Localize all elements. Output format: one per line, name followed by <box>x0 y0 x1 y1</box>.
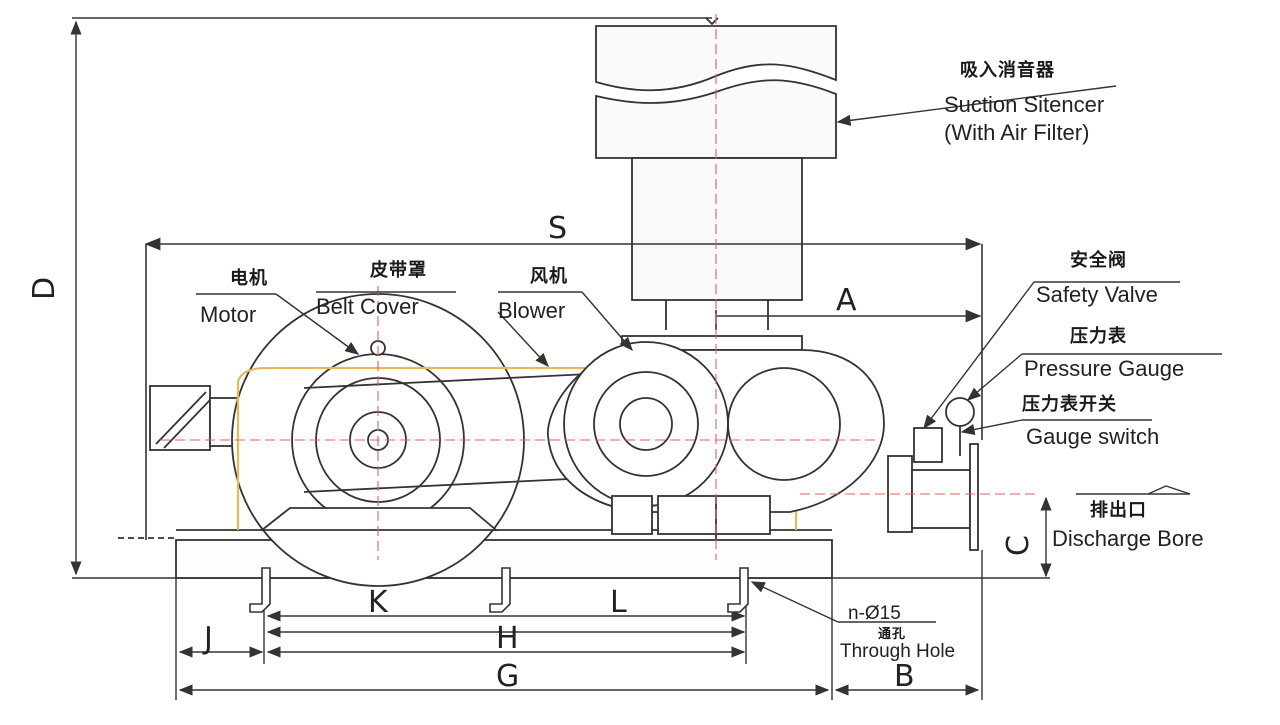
discharge-cn: 排出口 <box>1090 500 1147 521</box>
safety-valve-gauge <box>913 397 975 463</box>
dim-label-s: S <box>548 211 567 246</box>
pressure-gauge-en: Pressure Gauge <box>1024 356 1185 381</box>
dim-label-c: C <box>1001 535 1036 556</box>
hole-cn: 通孔 <box>878 627 907 642</box>
foot-bolts <box>249 567 749 613</box>
motor-en: Motor <box>200 302 257 327</box>
hole-spec: n-Ø15 <box>848 603 901 624</box>
safety-valve-en: Safety Valve <box>1036 282 1158 307</box>
dim-label-a: A <box>836 283 857 318</box>
center-lines <box>160 14 1036 560</box>
safety-valve-cn: 安全阀 <box>1070 250 1127 271</box>
gauge-switch-cn: 压力表开关 <box>1022 394 1117 415</box>
belt-cover-cn: 皮带罩 <box>370 260 427 281</box>
dim-label-b: B <box>894 659 915 694</box>
suction-silencer-en1: Suction Sitencer <box>944 92 1105 117</box>
dim-label-j: J <box>202 621 213 656</box>
bottom-dimension-lines <box>175 550 983 700</box>
dim-label-l: L <box>610 585 627 620</box>
frame-outline <box>144 237 983 540</box>
hole-en: Through Hole <box>840 641 956 662</box>
suction-silencer-en2: (With Air Filter) <box>944 120 1090 145</box>
blower-en: Blower <box>498 298 566 323</box>
belt-cover-en: Belt Cover <box>316 294 419 319</box>
blower-cn: 风机 <box>530 266 568 287</box>
motor-cn: 电机 <box>230 268 268 289</box>
discharge-en: Discharge Bore <box>1052 526 1204 551</box>
gauge-switch-en: Gauge switch <box>1026 424 1160 449</box>
blower <box>547 335 979 551</box>
leader-lines <box>196 85 1222 623</box>
pressure-gauge-cn: 压力表 <box>1070 326 1127 347</box>
dim-label-g: G <box>496 659 519 694</box>
dim-label-k: K <box>368 585 389 620</box>
dim-label-h: H <box>496 621 519 656</box>
suction-silencer-cn: 吸入消音器 <box>960 60 1055 81</box>
dim-label-d: D <box>27 277 62 300</box>
